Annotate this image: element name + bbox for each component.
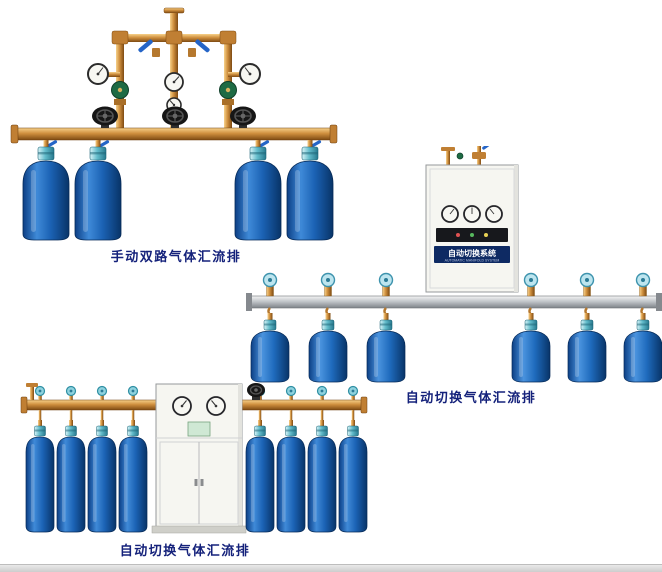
product-caption-auto-switch-floor: 自动切换气体汇流排 bbox=[119, 543, 251, 558]
cylinder-connections bbox=[38, 410, 355, 421]
main-manifold-pipe bbox=[10, 124, 338, 144]
gas-cylinder bbox=[338, 419, 368, 533]
cabinet-sublabel: AUTOMATIC MANIFOLD SYSTEM bbox=[445, 259, 500, 263]
cabinet-gauges bbox=[172, 396, 226, 416]
indicator-light-yellow bbox=[484, 233, 488, 237]
valve-handwheel bbox=[247, 383, 265, 400]
cabinet-label: 自动切换系统 bbox=[448, 248, 496, 258]
auto-switch-wall-illustration: 自动切换系统 AUTOMATIC MANIFOLD SYSTEM bbox=[246, 146, 662, 383]
cylinder-valve bbox=[96, 385, 108, 400]
cylinder-valve bbox=[34, 385, 46, 400]
control-cabinet: 自动切换系统 AUTOMATIC MANIFOLD SYSTEM bbox=[425, 146, 519, 293]
gas-cylinder bbox=[307, 419, 337, 533]
indicator-light-green bbox=[470, 233, 474, 237]
cylinder-valve bbox=[316, 385, 328, 400]
display-panel bbox=[187, 421, 211, 437]
control-cabinet bbox=[151, 383, 247, 534]
auto-switch-floor-illustration bbox=[20, 383, 368, 534]
valve-handwheel bbox=[92, 106, 118, 128]
gas-cylinder bbox=[245, 419, 275, 533]
gas-cylinder bbox=[74, 139, 122, 241]
gas-cylinder bbox=[366, 312, 406, 383]
manifold-pipe bbox=[246, 293, 662, 311]
cylinder-valve bbox=[347, 385, 359, 400]
product-caption-manual-manifold: 手动双路气体汇流排 bbox=[110, 249, 242, 264]
gas-cylinder bbox=[623, 312, 662, 383]
ball-valve-levers bbox=[138, 39, 210, 57]
product-caption-auto-switch-wall: 自动切换气体汇流排 bbox=[405, 390, 537, 405]
door-handle bbox=[200, 479, 204, 486]
pressure-regulator-right bbox=[219, 63, 261, 105]
bottom-divider bbox=[0, 564, 662, 572]
gas-cylinder bbox=[25, 419, 55, 533]
manual-manifold-illustration bbox=[10, 7, 338, 241]
cabinet-label-band bbox=[434, 246, 510, 263]
cylinder-valves-row bbox=[34, 385, 359, 400]
cylinder-valve bbox=[579, 272, 595, 321]
gas-cylinder bbox=[276, 419, 306, 533]
valve-handwheel bbox=[230, 106, 256, 128]
cylinder-valve bbox=[127, 385, 139, 400]
gas-cylinder bbox=[250, 312, 290, 383]
cabinet-gauges bbox=[441, 205, 503, 223]
gas-cylinder bbox=[511, 312, 551, 383]
gas-cylinder bbox=[87, 419, 117, 533]
pressure-regulator-left bbox=[87, 63, 129, 105]
door-handle bbox=[194, 479, 198, 486]
gas-cylinder bbox=[308, 312, 348, 383]
cylinder-valve bbox=[65, 385, 77, 400]
valve-handwheel bbox=[162, 106, 188, 128]
indicator-light-red bbox=[456, 233, 460, 237]
gas-cylinder bbox=[118, 419, 148, 533]
gas-cylinder bbox=[22, 139, 70, 241]
gas-cylinder bbox=[56, 419, 86, 533]
valve-knob bbox=[456, 152, 464, 160]
cylinder-valve bbox=[285, 385, 297, 400]
gas-cylinder bbox=[567, 312, 607, 383]
